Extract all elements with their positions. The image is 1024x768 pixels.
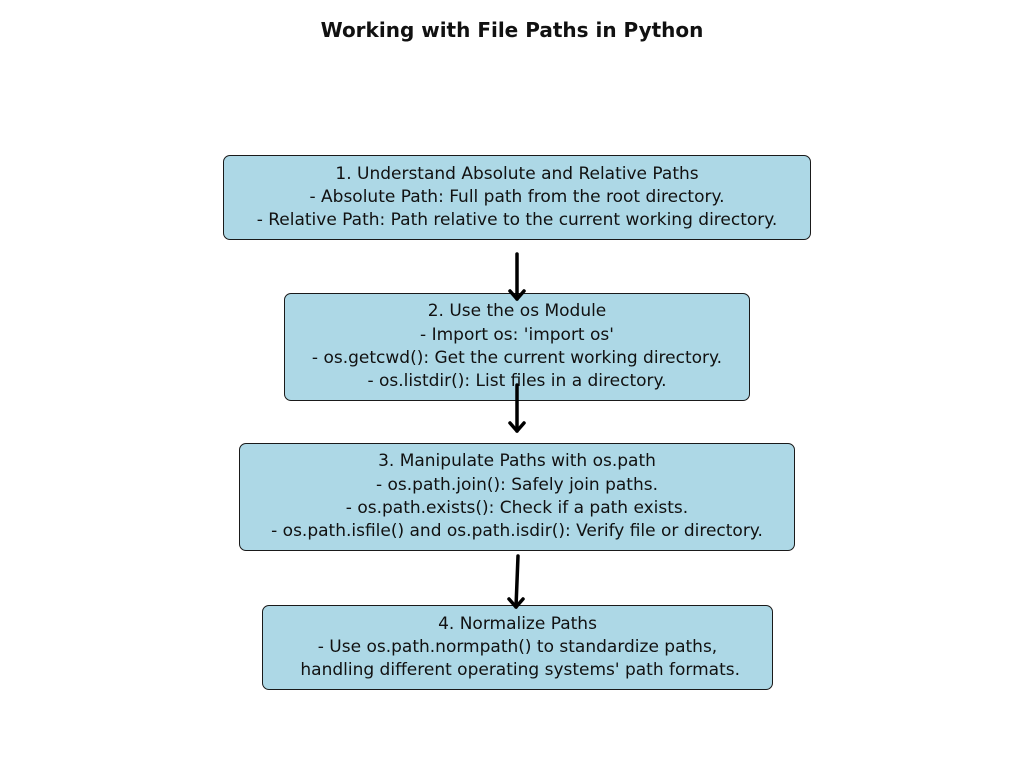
- step-1-box: 1. Understand Absolute and Relative Path…: [223, 155, 811, 240]
- step-2-line-1: - Import os: 'import os': [420, 324, 614, 345]
- step-2-line-2: - os.getcwd(): Get the current working d…: [311, 348, 723, 368]
- step-4-box: 4. Normalize Paths - Use os.path.normpat…: [262, 605, 773, 690]
- step-1-heading: 1. Understand Absolute and Relative Path…: [335, 163, 699, 184]
- step-3-line-1: - os.path.join(): Safely join paths.: [375, 474, 659, 495]
- diagram-title: Working with File Paths in Python: [320, 18, 704, 42]
- step-4-heading: 4. Normalize Paths: [438, 613, 597, 634]
- step-1-line-1: - Absolute Path: Full path from the root…: [309, 186, 725, 207]
- step-2-line-3: - os.listdir(): List files in a director…: [367, 371, 667, 392]
- step-2-heading: 2. Use the os Module: [427, 301, 607, 322]
- step-4-line-1: - Use os.path.normpath() to standardize …: [317, 636, 718, 657]
- step-1-line-2: - Relative Path: Path relative to the cu…: [256, 210, 778, 231]
- step-3-line-3: - os.path.isfile() and os.path.isdir(): …: [271, 521, 763, 542]
- arrow-step-3-to-4: [507, 554, 525, 609]
- step-2-box: 2. Use the os Module - Import os: 'impor…: [284, 293, 750, 401]
- step-3-line-2: - os.path.exists(): Check if a path exis…: [345, 498, 689, 518]
- step-3-heading: 3. Manipulate Paths with os.path: [378, 451, 656, 472]
- step-3-box: 3. Manipulate Paths with os.path - os.pa…: [239, 443, 795, 551]
- step-4-line-2: handling different operating systems' pa…: [294, 660, 741, 681]
